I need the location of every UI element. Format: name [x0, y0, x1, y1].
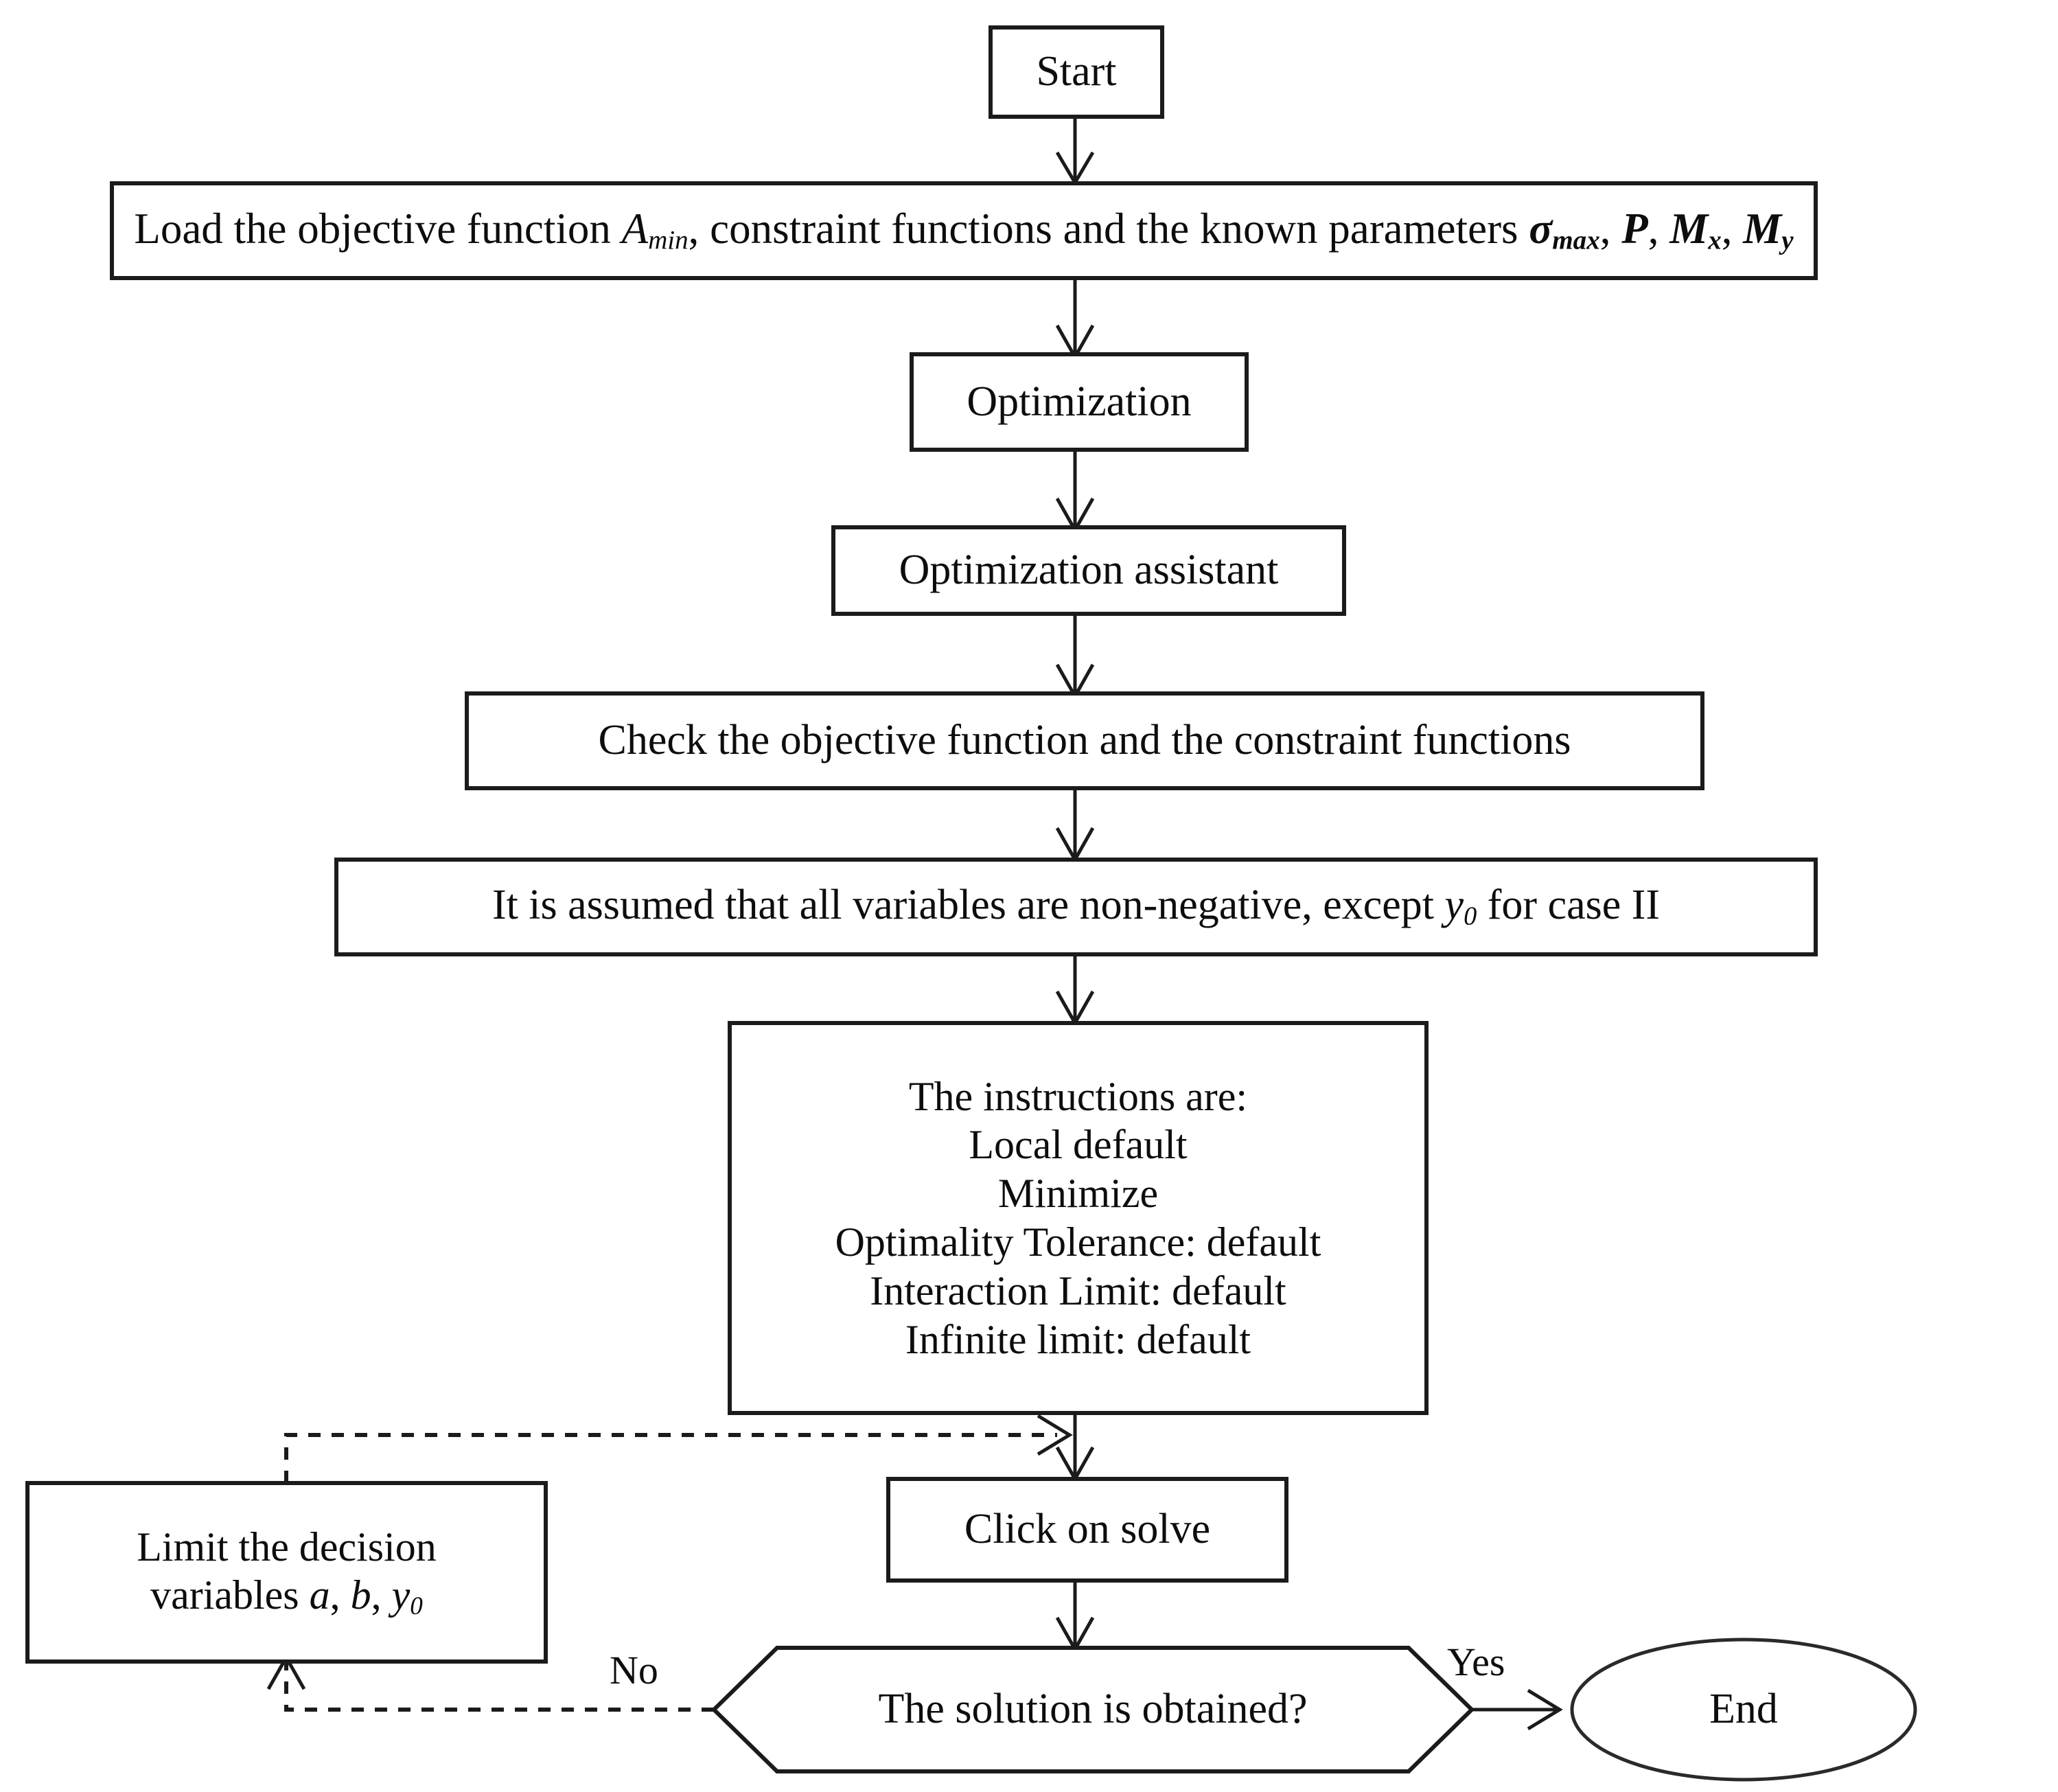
connector-start-to-load	[1055, 117, 1095, 186]
node-shape-optimization-assistant[interactable]	[831, 525, 1346, 616]
connector-limit-to-click-solve-dashed	[284, 1414, 1073, 1483]
node-shape-limit[interactable]	[25, 1481, 548, 1664]
node-shape-instructions[interactable]	[728, 1021, 1429, 1415]
edge-label-no: No	[610, 1648, 658, 1692]
connector-check-to-assumption	[1055, 788, 1095, 864]
connector-instructions-to-click-solve	[1055, 1413, 1095, 1483]
connector-assumption-to-instructions	[1055, 954, 1095, 1027]
node-shape-load[interactable]	[110, 181, 1818, 280]
edge-label-yes: Yes	[1447, 1640, 1505, 1684]
node-shape-decision[interactable]	[710, 1646, 1475, 1773]
connector-decision-yes-to-end	[1472, 1688, 1563, 1731]
node-shape-check[interactable]	[465, 691, 1704, 790]
connector-load-to-optimization	[1055, 278, 1095, 361]
connector-assistant-to-check	[1055, 614, 1095, 700]
node-shape-end[interactable]	[1570, 1638, 1917, 1782]
connector-click-solve-to-decision	[1055, 1581, 1095, 1653]
node-shape-click-solve[interactable]	[886, 1477, 1288, 1583]
node-shape-start[interactable]	[988, 25, 1164, 119]
node-shape-assumption[interactable]	[334, 858, 1818, 956]
node-shape-optimization[interactable]	[910, 352, 1249, 452]
connector-optimization-to-assistant	[1055, 450, 1095, 534]
